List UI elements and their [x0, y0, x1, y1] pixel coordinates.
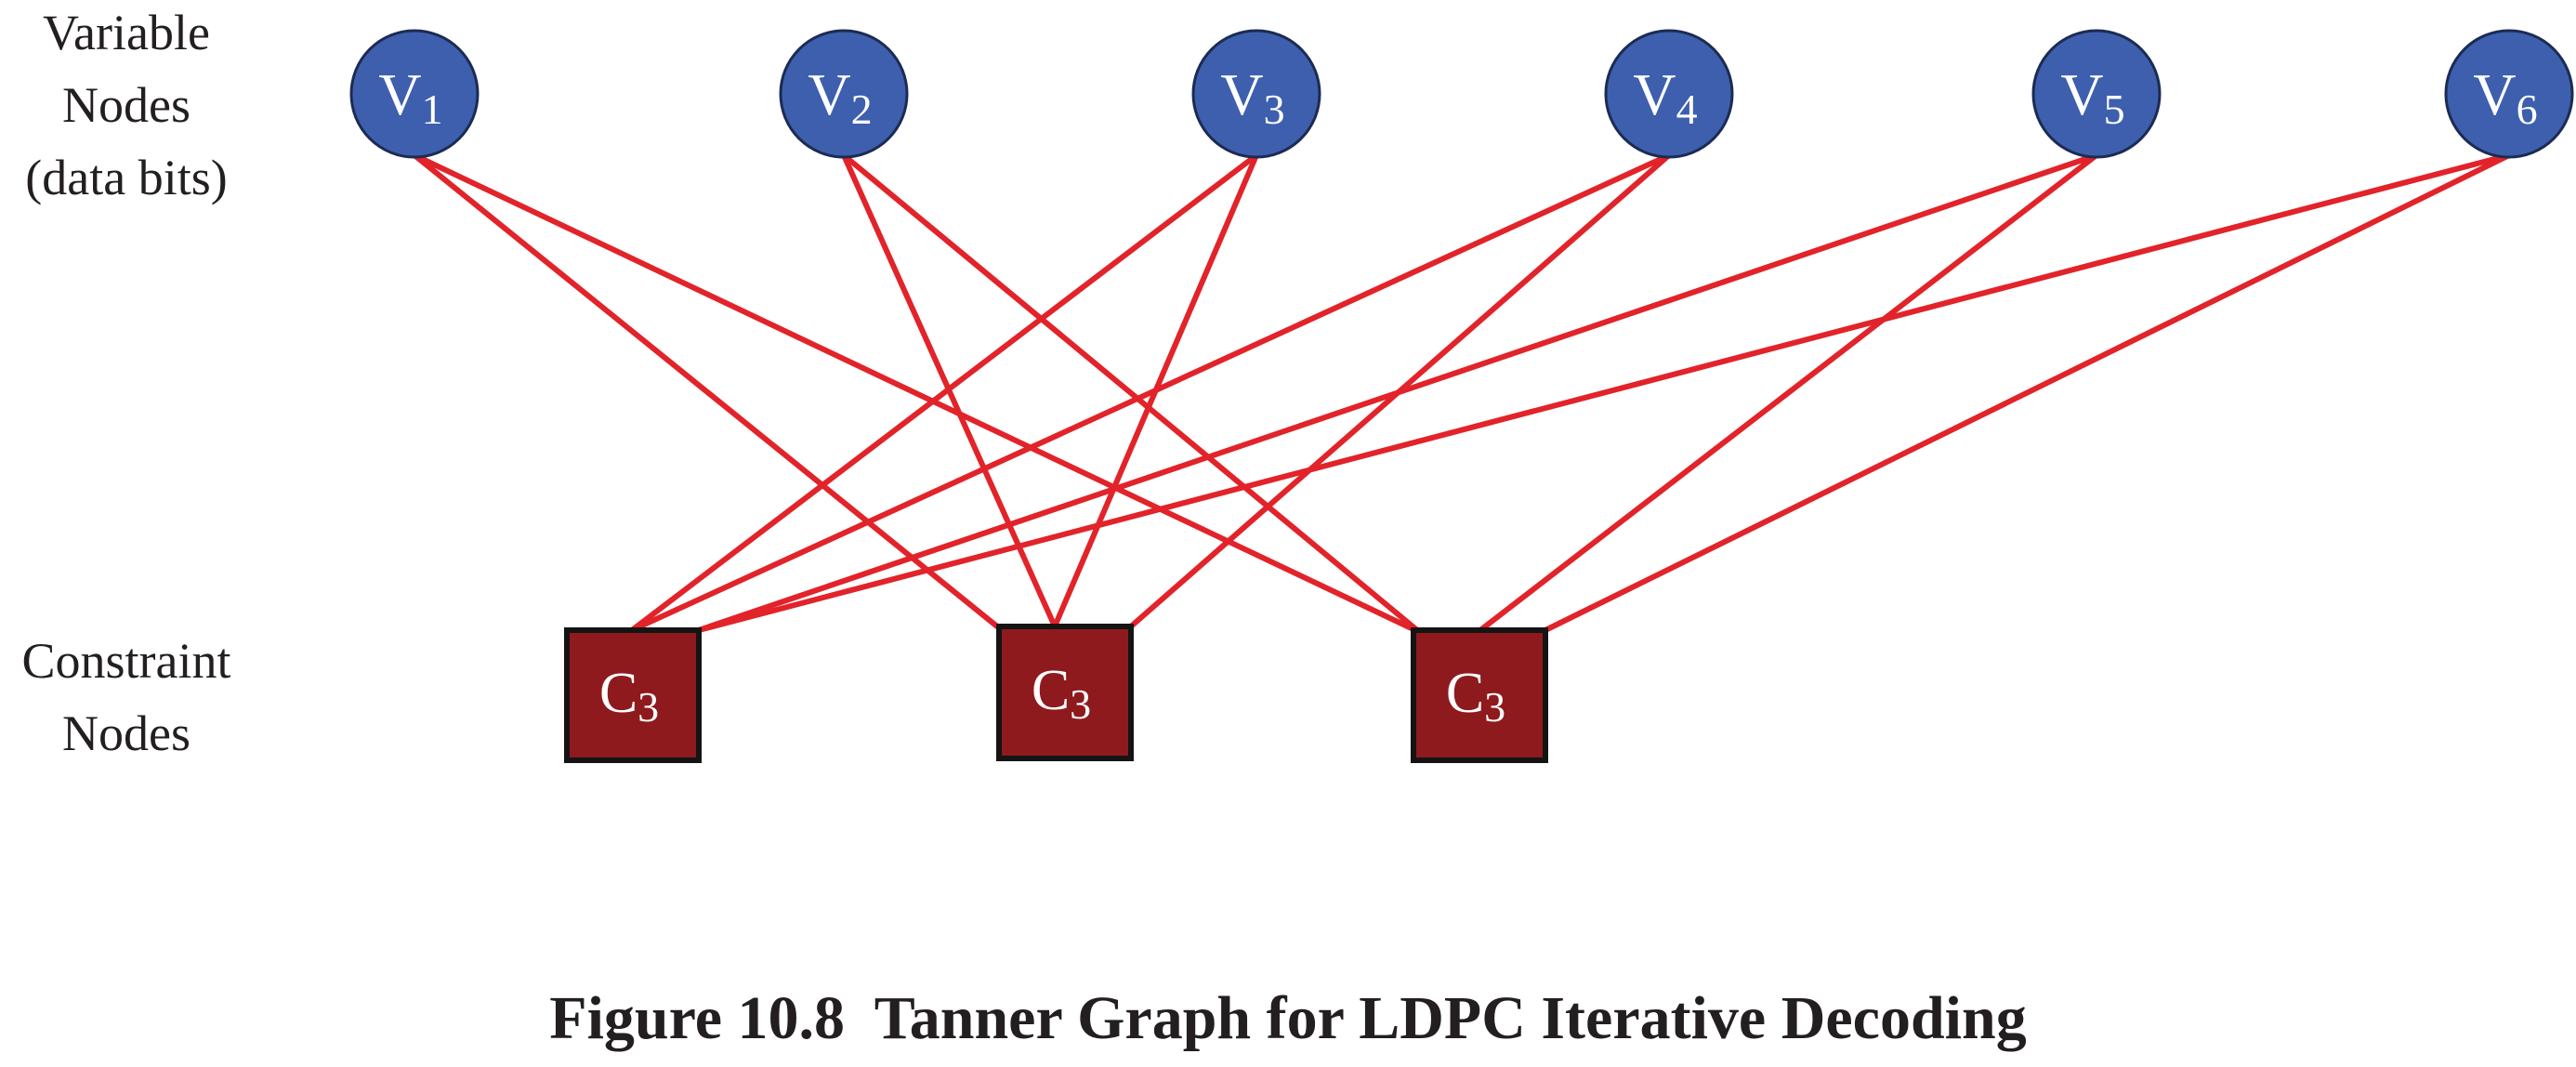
variable-node-v2: V2: [779, 29, 909, 159]
edge-v3-c1: [629, 152, 1259, 633]
variable-node-v3: V3: [1191, 29, 1321, 159]
variable-node-subscript: 3: [1264, 86, 1285, 133]
edge-v6-c1: [696, 152, 2512, 633]
edge-v1-c2: [412, 152, 1000, 629]
variable-node-letter: V: [1633, 61, 1676, 127]
variable-node-circle: [1604, 29, 1734, 159]
constraint-node-label: C3: [599, 662, 659, 731]
constraint-node-letter: C: [599, 662, 637, 725]
variable-node-label: V5: [2060, 61, 2124, 133]
variable-node-v1: V1: [349, 29, 480, 159]
variable-node-subscript: 5: [2104, 86, 2125, 133]
variable-node-v4: V4: [1604, 29, 1734, 159]
variable-node-circle: [2444, 29, 2574, 159]
variable-node-letter: V: [2060, 61, 2103, 127]
constraint-node-letter: C: [1032, 659, 1070, 722]
variable-node-subscript: 6: [2517, 86, 2538, 133]
variable-nodes-label-line-3: (data bits): [25, 150, 228, 205]
constraint-node-box: [996, 624, 1134, 761]
variable-node-label: V3: [1220, 61, 1284, 133]
edges-layer: [412, 152, 2512, 633]
constraint-node-subscript: 3: [1484, 683, 1505, 731]
variable-nodes-label-line-1: Variable: [43, 5, 210, 60]
variable-node-subscript: 4: [1676, 86, 1698, 133]
variable-node-letter: V: [1220, 61, 1263, 127]
constraint-node-c2: C3: [996, 624, 1134, 761]
constraint-nodes-label-line-1: Constraint: [21, 633, 231, 689]
constraint-node-label: C3: [1446, 662, 1505, 731]
variable-node-label: V2: [808, 61, 872, 133]
variable-node-v5: V5: [2031, 29, 2162, 159]
figure-caption: Figure 10.8 Tanner Graph for LDPC Iterat…: [549, 984, 2027, 1052]
variable-node-circle: [1191, 29, 1321, 159]
constraint-node-c3: C3: [1411, 627, 1548, 763]
variable-node-label: V6: [2473, 61, 2537, 133]
variable-node-v6: V6: [2444, 29, 2574, 159]
variable-node-letter: V: [2473, 61, 2516, 127]
variable-node-letter: V: [378, 61, 421, 127]
constraint-node-subscript: 3: [637, 683, 659, 731]
constraint-nodes-label: Constraint Nodes: [0, 625, 253, 770]
variable-node-circle: [349, 29, 480, 159]
variable-node-letter: V: [808, 61, 850, 127]
edge-v1-c3: [412, 152, 1418, 633]
edge-v4-c1: [629, 152, 1672, 633]
variable-node-label: V1: [378, 61, 442, 133]
edge-v6-c3: [1543, 152, 2512, 633]
edge-v2-c3: [841, 152, 1420, 633]
variable-node-circle: [2031, 29, 2162, 159]
variable-node-label: V4: [1633, 61, 1697, 133]
variable-nodes-label-line-2: Nodes: [62, 77, 191, 133]
variable-node-subscript: 1: [422, 86, 443, 133]
constraint-node-c1: C3: [564, 627, 702, 763]
variable-node-subscript: 2: [851, 86, 873, 133]
constraint-nodes-label-line-2: Nodes: [62, 705, 191, 761]
constraint-node-box: [564, 627, 702, 763]
constraint-node-letter: C: [1446, 662, 1484, 725]
variable-nodes-label: Variable Nodes (data bits): [0, 0, 253, 214]
constraint-node-label: C3: [1032, 659, 1091, 728]
variable-node-circle: [779, 29, 909, 159]
edge-v5-c3: [1478, 152, 2099, 633]
edge-v5-c1: [696, 152, 2099, 633]
constraint-node-subscript: 3: [1070, 680, 1091, 728]
constraint-node-box: [1411, 627, 1548, 763]
